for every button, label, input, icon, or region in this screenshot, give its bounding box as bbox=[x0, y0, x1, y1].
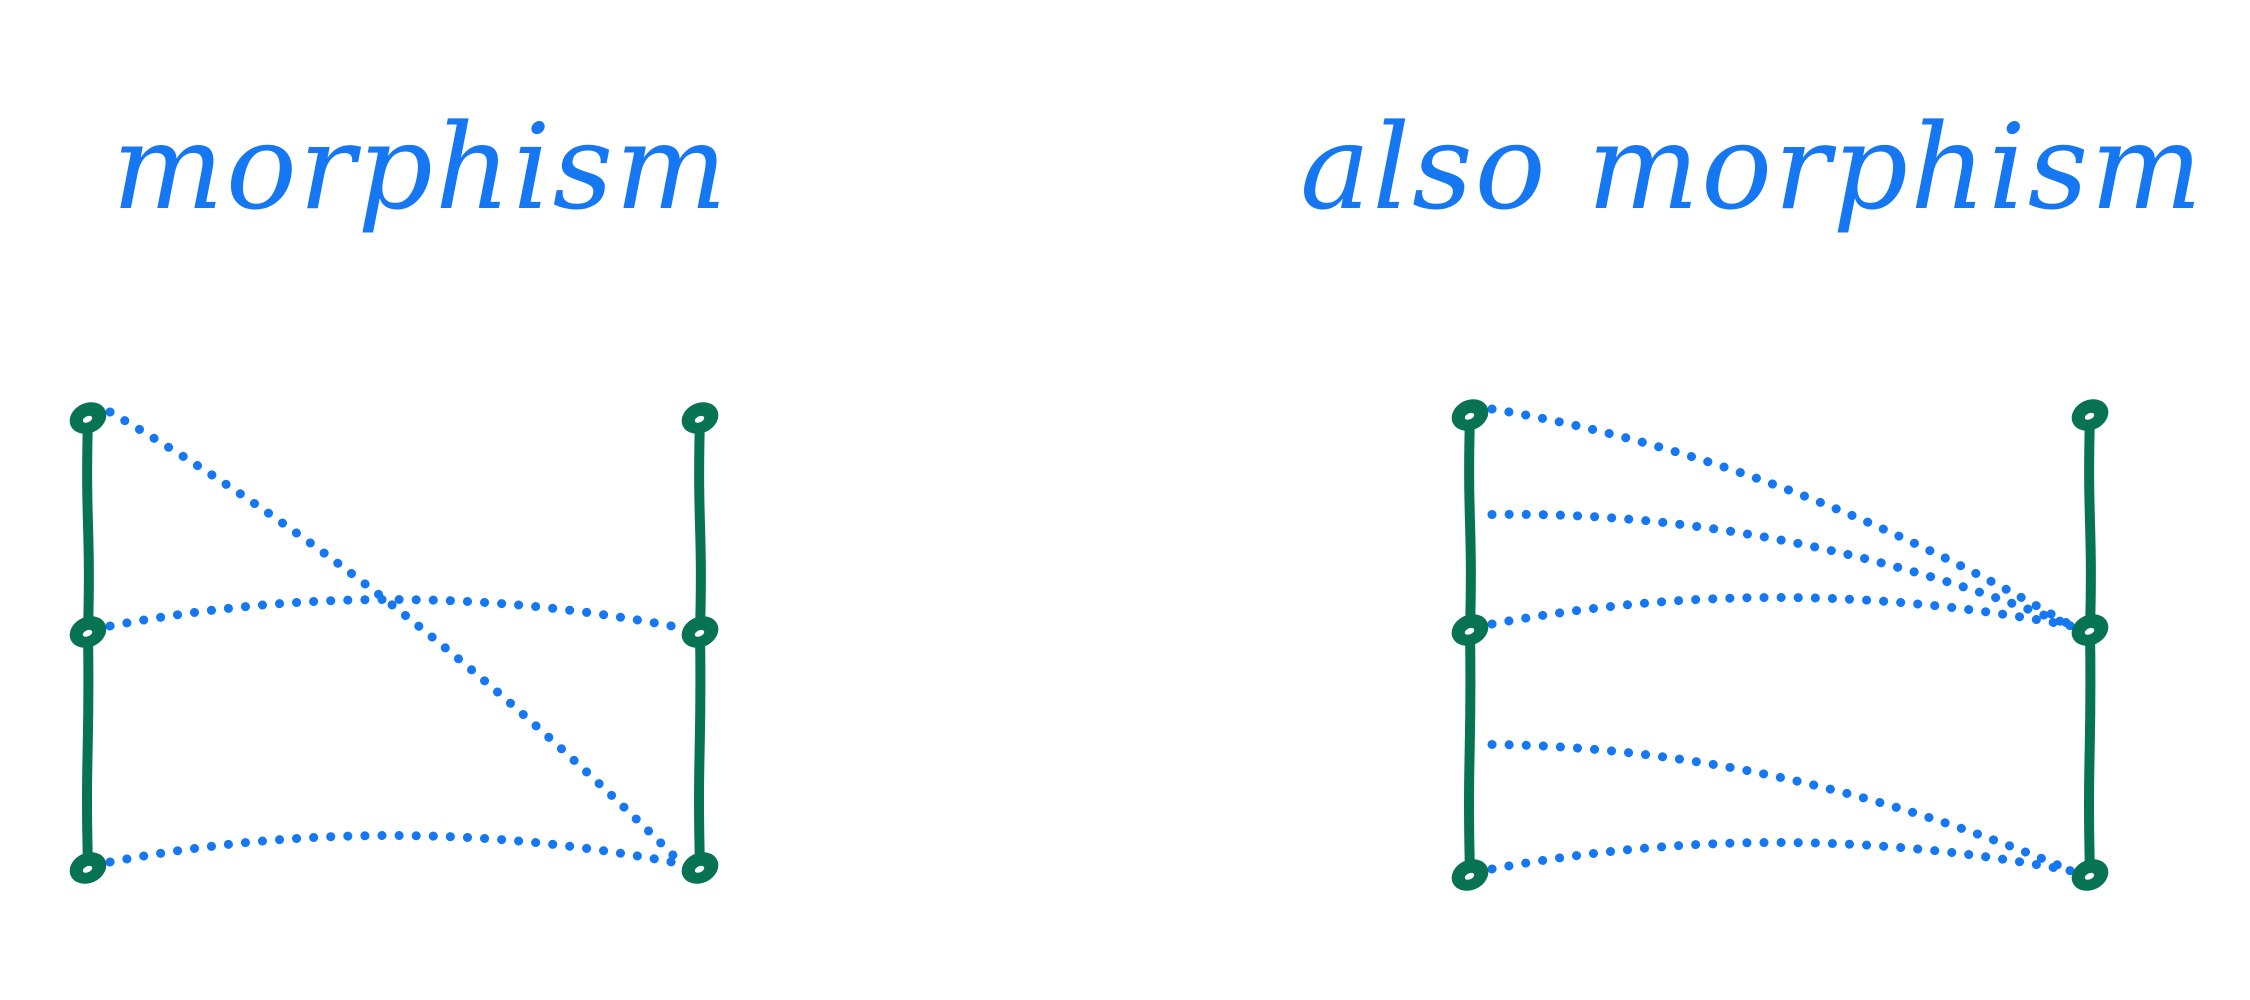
panel-2-arrow-1 bbox=[1487, 404, 2077, 631]
panel-2-arrow-4 bbox=[1487, 740, 2077, 876]
panel-1-source-node-2-highlight bbox=[82, 629, 93, 637]
panel-1-source-node-3-highlight bbox=[82, 865, 93, 873]
panel-1-target-node-3-highlight bbox=[694, 865, 705, 873]
panel-2-arrow-3 bbox=[1487, 593, 2077, 631]
panel-1-arrow-2 bbox=[105, 595, 687, 633]
panel-1-arrow-3 bbox=[105, 831, 687, 869]
panel-1-target-node-1-highlight bbox=[694, 415, 705, 423]
caption-also-morphism: also morphism bbox=[1300, 98, 2205, 236]
panel-2-arrow-2 bbox=[1487, 509, 2077, 631]
panel-1-target-node-2-highlight bbox=[694, 629, 705, 637]
panel-1-source-node-1-highlight bbox=[82, 415, 93, 423]
panel-2-arrow-5 bbox=[1487, 838, 2077, 876]
panel-2-source-node-3-highlight bbox=[1464, 872, 1475, 880]
panel-2-source-node-1-highlight bbox=[1464, 412, 1475, 420]
caption-morphism: morphism bbox=[112, 98, 730, 236]
panel-2-target-node-1-highlight bbox=[2084, 412, 2095, 420]
panel-2-source-node-2-highlight bbox=[1464, 627, 1475, 635]
panel-2-target-node-3-highlight bbox=[2084, 872, 2095, 880]
panel-1-arrow-1 bbox=[105, 407, 687, 869]
panel-2-target-node-2-highlight bbox=[2084, 627, 2095, 635]
